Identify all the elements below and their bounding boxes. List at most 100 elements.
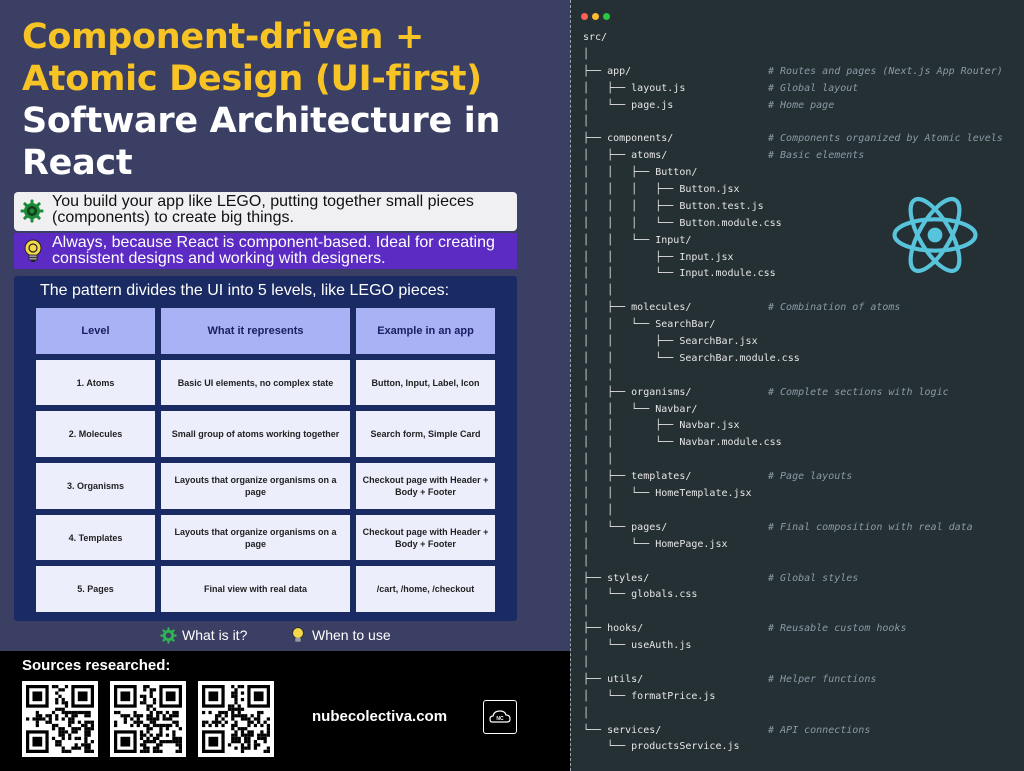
tree-path: │ └── HomePage.jsx <box>583 538 728 550</box>
tree-line: ├── utils/# Helper functions <box>583 672 876 689</box>
tree-comment: # Basic elements <box>768 150 865 162</box>
tree-line: │ ├── layout.js # Global layout <box>583 81 858 98</box>
tree-line: │ │ ├── Input.jsx <box>583 250 800 267</box>
tree-path: │ <box>583 606 590 618</box>
logo-text: NC <box>496 716 504 722</box>
tree-path: │ │ ├── Navbar.jsx <box>583 420 740 432</box>
tree-line: │ └── useAuth.js <box>583 638 800 655</box>
table-cell-level: 3. Organisms <box>36 463 155 509</box>
tree-line: │ └── page.js# Home page <box>583 98 834 115</box>
qr-code-2[interactable] <box>110 681 186 757</box>
tree-line: │ ├── molecules/ # Combination of atoms <box>583 300 900 317</box>
tree-line: │ │ └── Navbar.module.css <box>583 435 800 452</box>
table-cell-example: Search form, Simple Card <box>356 411 495 457</box>
tree-path: │ │ └── SearchBar.module.css <box>583 352 800 364</box>
page-title: Component-driven + Atomic Design (UI-fir… <box>22 16 562 184</box>
code-window: src/│├── app/# Routes and pages (Next.js… <box>570 0 1024 771</box>
tree-line: │ │ <box>583 503 800 520</box>
tree-path: │ │ └── Input.module.css <box>583 268 776 280</box>
table-cell-level: 2. Molecules <box>36 411 155 457</box>
gear-icon <box>20 199 44 223</box>
title-line-1: Component-driven + <box>22 17 425 57</box>
table-header-level: Level <box>36 308 155 354</box>
table-header-represents: What it represents <box>161 308 350 354</box>
tree-line: │ <box>583 655 800 672</box>
tree-path: │ <box>583 656 590 668</box>
tree-comment: # Global layout <box>768 82 859 94</box>
tree-line: │ └── pages/# Final composition with rea… <box>583 520 973 537</box>
tree-line: │ <box>583 554 800 571</box>
tree-path: │ <box>583 48 590 60</box>
title-line-2: Atomic Design (UI-first) <box>22 59 482 99</box>
sources-section: Sources researched: nubecolectiva.com NC <box>0 651 570 771</box>
tree-path: └── services/ <box>583 724 662 736</box>
table-cell-example: Checkout page with Header + Body + Foote… <box>356 463 495 509</box>
tree-comment: # Complete sections with logic <box>768 386 949 398</box>
tree-line: │ │ <box>583 368 800 385</box>
tree-line: │ ├── organisms/ # Complete sections with… <box>583 385 949 402</box>
tree-line: │ │ └── Input.module.css <box>583 266 800 283</box>
tree-path: │ │ └── Input/ <box>583 234 692 246</box>
maximize-dot[interactable] <box>603 13 610 20</box>
tree-comment: # Final composition with real data <box>768 521 973 533</box>
folder-tree: src/│├── app/# Routes and pages (Next.js… <box>583 30 1003 756</box>
table-cell-level: 1. Atoms <box>36 360 155 405</box>
tree-path: │ │ └── Navbar.module.css <box>583 437 782 449</box>
tree-line: │ <box>583 706 800 723</box>
tree-line: │ <box>583 604 800 621</box>
tree-path: │ ├── layout.js <box>583 82 686 94</box>
tree-comment: # Reusable custom hooks <box>768 623 907 635</box>
tree-path: │ └── useAuth.js <box>583 640 692 652</box>
minimize-dot[interactable] <box>592 13 599 20</box>
what-is-it-box: You build your app like LEGO, putting to… <box>14 192 517 231</box>
tree-path: │ │ └── Navbar/ <box>583 403 698 415</box>
qr-code-3[interactable] <box>198 681 274 757</box>
table-cell-level: 4. Templates <box>36 515 155 560</box>
tree-line: │ │ <box>583 283 800 300</box>
legend: What is it? When to use <box>160 626 420 646</box>
tree-line: │ │ │ └── Button.module.css <box>583 216 800 233</box>
tree-line: ├── components/# Components organized by… <box>583 131 1003 148</box>
tree-line: │ │ └── Input/ <box>583 233 800 250</box>
qr-code-1[interactable] <box>22 681 98 757</box>
tree-path: │ ├── organisms/ <box>583 386 692 398</box>
tree-comment: # Routes and pages (Next.js App Router) <box>768 65 1003 77</box>
tree-line: │ │ ├── Navbar.jsx <box>583 418 800 435</box>
tree-line: │ └── HomePage.jsx <box>583 537 800 554</box>
tree-path: │ │ <box>583 504 614 516</box>
tree-comment: # Page layouts <box>768 471 853 483</box>
tree-line: └── productsService.js <box>583 739 800 756</box>
lightbulb-icon <box>24 239 42 262</box>
tree-comment: # Combination of atoms <box>768 302 901 314</box>
tree-path: ├── styles/ <box>583 572 650 584</box>
title-line-3: Software Architecture in <box>22 101 501 141</box>
tree-path: ├── components/ <box>583 133 674 145</box>
tree-line: │ ├── templates/# Page layouts <box>583 469 852 486</box>
site-link[interactable]: nubecolectiva.com <box>312 708 448 725</box>
tree-path: ├── hooks/ <box>583 623 644 635</box>
tree-path: ├── utils/ <box>583 673 644 685</box>
tree-line: │ │ │ ├── Button.test.js <box>583 199 800 216</box>
tree-line: │ └── globals.css <box>583 587 800 604</box>
tree-line: ├── app/# Routes and pages (Next.js App … <box>583 64 1003 81</box>
tree-path: │ <box>583 116 590 128</box>
tree-line: │ │ <box>583 452 800 469</box>
tree-path: │ │ ├── Button/ <box>583 167 698 179</box>
table-cell-represents: Final view with real data <box>161 566 350 612</box>
what-is-it-text: You build your app like LEGO, putting to… <box>52 193 474 226</box>
tree-path: │ │ <box>583 285 614 297</box>
tree-path: └── productsService.js <box>583 741 740 753</box>
react-logo-icon <box>892 197 978 273</box>
tree-line: │ <box>583 47 800 64</box>
when-to-use-text: Always, because React is component-based… <box>52 234 495 267</box>
table-heading: The pattern divides the UI into 5 levels… <box>40 282 450 299</box>
when-to-use-box: Always, because React is component-based… <box>14 233 517 269</box>
tree-path: │ └── formatPrice.js <box>583 690 716 702</box>
table-header-example: Example in an app <box>356 308 495 354</box>
table-cell-example: Checkout page with Header + Body + Foote… <box>356 515 495 560</box>
legend-what-label: What is it? <box>182 627 248 643</box>
tree-line: │ <box>583 114 800 131</box>
tree-path: │ │ <box>583 369 614 381</box>
tree-path: │ ├── molecules/ <box>583 302 692 314</box>
close-dot[interactable] <box>581 13 588 20</box>
